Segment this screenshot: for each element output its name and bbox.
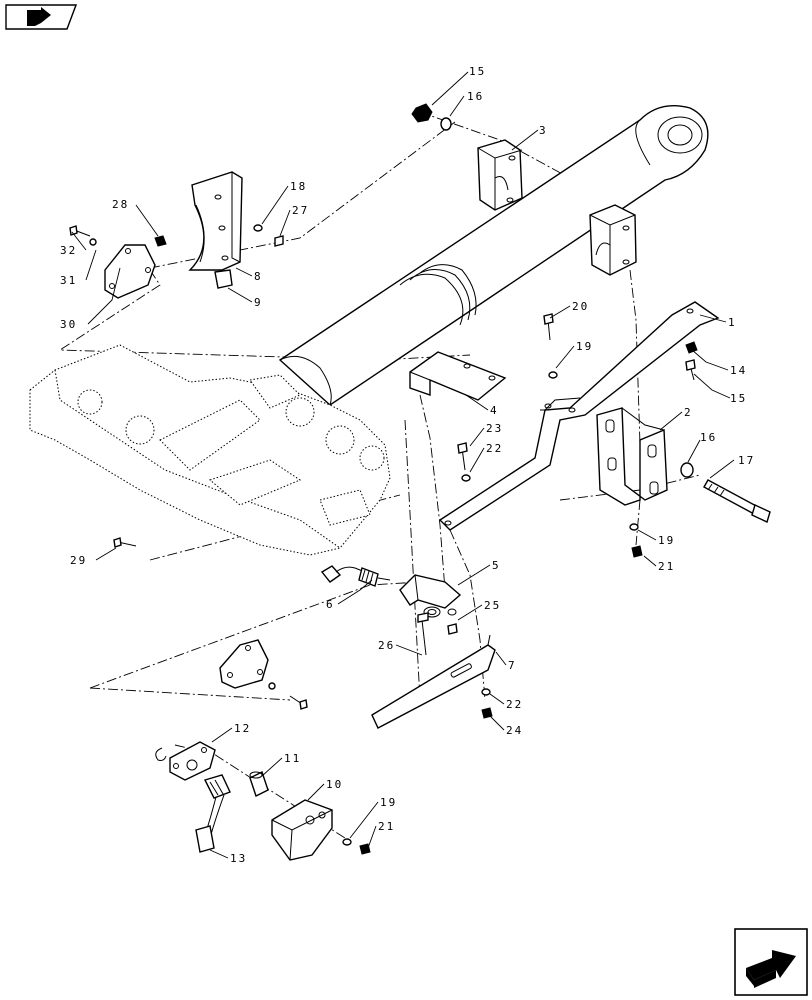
callout-2: 2 [684,406,693,419]
callout-7: 7 [508,659,517,672]
callout-19-mid: 19 [576,340,593,353]
callout-16-top: 16 [467,90,484,103]
spacer-11 [249,771,269,797]
callout-10: 10 [326,778,343,791]
actuator-10 [271,799,333,861]
next-button[interactable] [734,928,808,996]
callout-27: 27 [292,204,309,217]
callout-21-lower: 21 [378,820,395,833]
callout-21-right: 21 [658,560,675,573]
callout-19-right: 19 [658,534,675,547]
callout-8: 8 [254,270,263,283]
callout-6: 6 [326,598,335,611]
callout-24: 24 [506,724,523,737]
callout-20: 20 [572,300,589,313]
callout-22-mid: 22 [486,442,503,455]
callout-18: 15 [469,65,486,78]
callout-23: 23 [486,422,503,435]
leader-lines [71,71,735,859]
callout-29: 29 [70,554,87,567]
callout-28: 28 [112,198,129,211]
callout-11: 11 [284,752,301,765]
boom-cylinder [278,105,709,406]
long-bracket-1 [438,301,720,531]
back-button[interactable] [5,4,78,30]
callout-19-upper: 18 [290,180,307,193]
callout-14: 14 [730,364,747,377]
callout-15: 15 [730,392,747,405]
callout-26: 26 [378,639,395,652]
callout-12: 12 [234,722,251,735]
callout-4: 4 [490,404,499,417]
bolt-17 [703,479,771,523]
callout-labels: 15 16 3 1 2 16 17 14 15 20 19 23 22 4 19… [60,65,755,865]
callout-19-lower: 19 [380,796,397,809]
shield-bracket [188,171,243,289]
bracket-4 [409,351,507,401]
screw-26 [417,612,429,656]
upper-frame [29,344,391,556]
callout-31: 31 [60,274,77,287]
callout-22-lower: 22 [506,698,523,711]
callout-13: 13 [230,852,247,865]
callout-9: 9 [254,296,263,309]
callout-5: 5 [492,559,501,572]
callout-30: 30 [60,318,77,331]
back-arrow-icon [5,4,78,30]
cover-plate-upper [104,244,156,299]
callout-17: 17 [738,454,755,467]
clamp-halves [477,139,637,276]
next-arrow-icon [734,928,808,996]
flange-12 [169,741,216,781]
callout-3: 3 [539,124,548,137]
callout-1: 1 [728,316,737,329]
strap-7 [371,634,496,729]
callout-25: 25 [484,599,501,612]
sensor-6 [320,565,391,587]
sensor-13 [195,774,231,853]
callout-32: 32 [60,244,77,257]
callout-16-right: 16 [700,431,717,444]
switch-bracket-5 [399,574,462,618]
cover-plate-lower [219,639,269,689]
hardware [69,103,698,855]
angle-bracket-2 [596,407,668,506]
